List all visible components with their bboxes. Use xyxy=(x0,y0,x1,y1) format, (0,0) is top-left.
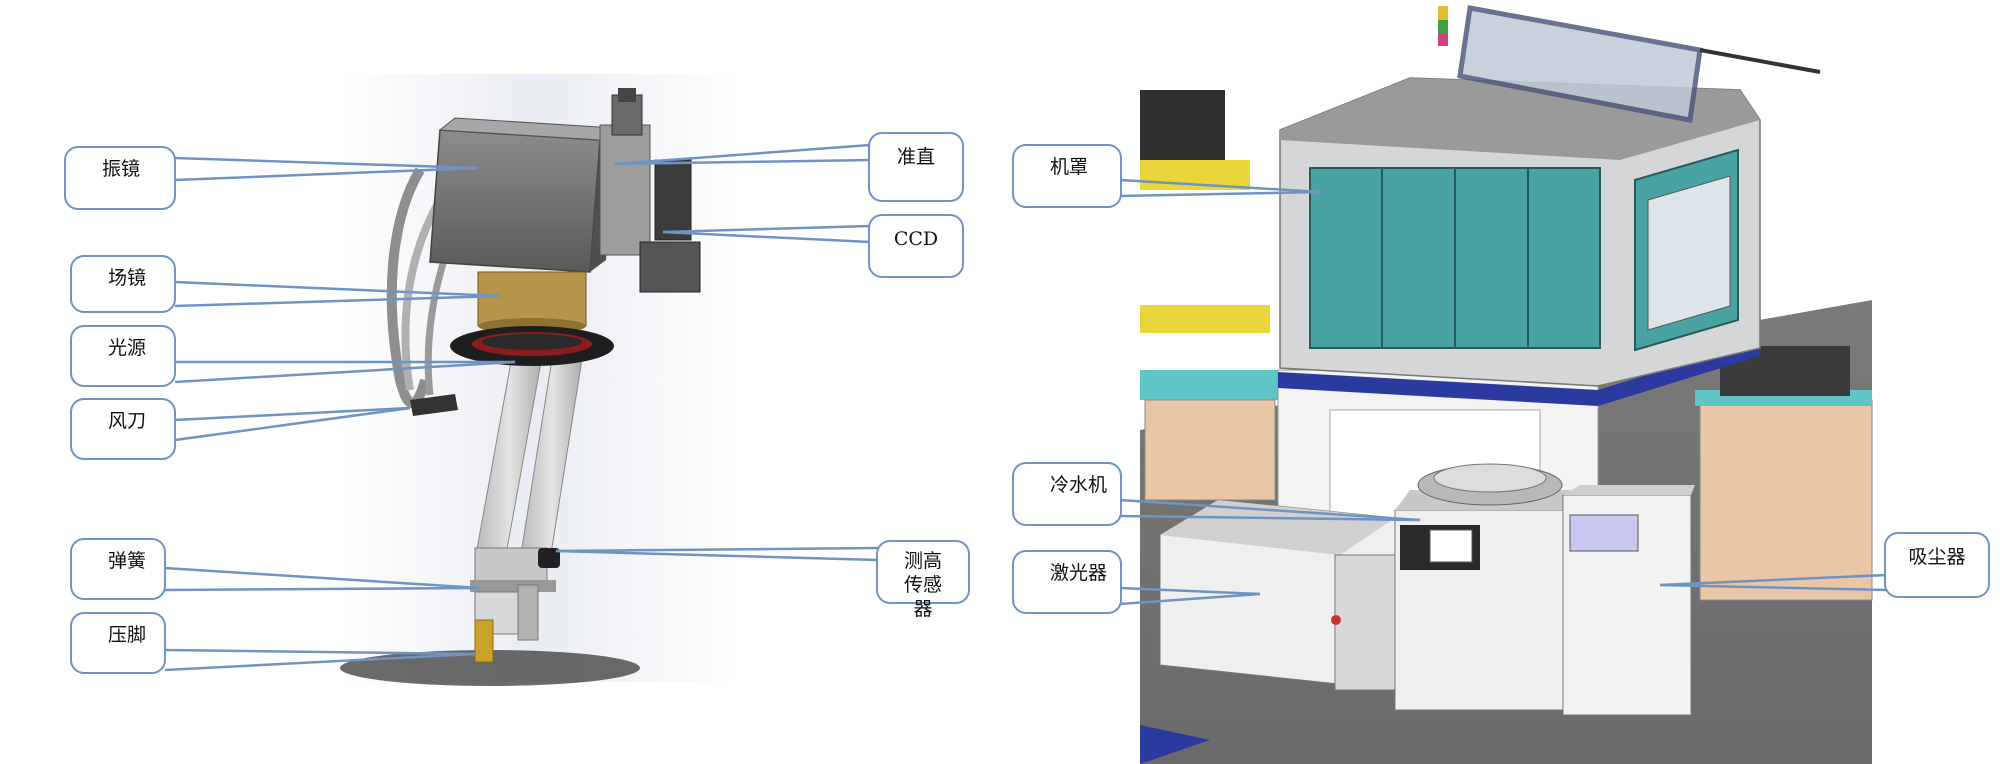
callout-label: 光源 xyxy=(108,337,147,359)
callout-air-knife: 风刀 xyxy=(70,398,176,460)
callout-ccd: CCD xyxy=(868,214,964,278)
callout-laser: 激光器 xyxy=(1012,550,1122,614)
callout-hood: 机罩 xyxy=(1012,144,1122,208)
callout-label: CCD xyxy=(893,228,939,250)
callout-label: 风刀 xyxy=(108,410,147,432)
callout-presser-foot: 压脚 xyxy=(70,612,166,674)
callout-label: 压脚 xyxy=(108,624,147,646)
laser-machine-illustration xyxy=(1140,5,1873,764)
callout-spring: 弹簧 xyxy=(70,538,166,600)
left-leader-lines xyxy=(164,143,879,672)
callout-label: 振镜 xyxy=(102,158,141,180)
callout-light-source: 光源 xyxy=(70,325,176,387)
callout-chiller: 冷水机 xyxy=(1012,462,1122,526)
callout-galvo: 振镜 xyxy=(64,146,176,210)
callout-height-sensor: 测高传感器 xyxy=(876,540,970,620)
callout-label: 场镜 xyxy=(108,267,147,289)
callout-label: 激光器 xyxy=(1050,562,1108,584)
callout-dust-collector: 吸尘器 xyxy=(1884,532,1990,598)
callout-label: 机罩 xyxy=(1050,156,1089,178)
right-leader-lines xyxy=(1119,178,1888,606)
callout-field-lens: 场镜 xyxy=(70,255,176,313)
callout-label: 测高传感器 xyxy=(903,550,942,620)
callout-label: 吸尘器 xyxy=(1908,546,1966,568)
callout-collimator: 准直 xyxy=(868,132,964,202)
callout-label: 弹簧 xyxy=(108,550,147,572)
laser-head-illustration xyxy=(340,74,738,686)
callout-label: 冷水机 xyxy=(1050,474,1108,496)
callout-label: 准直 xyxy=(896,146,935,168)
